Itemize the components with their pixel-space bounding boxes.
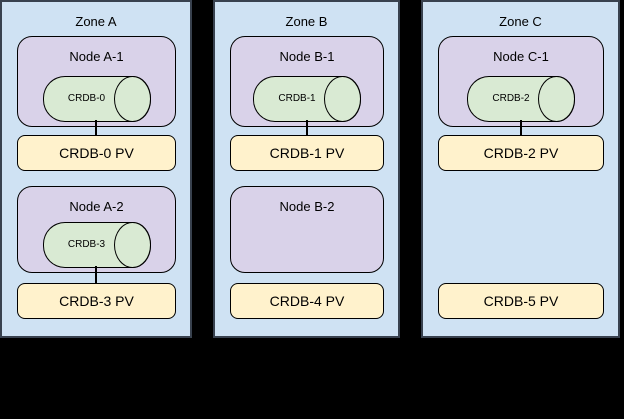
connector-a2-to-pv: [95, 266, 97, 283]
node-b1-label: Node B-1: [279, 49, 335, 64]
pod-crdb-3-label: CRDB-3: [67, 239, 106, 250]
node-c1-label: Node C-1: [493, 49, 549, 64]
node-a2: Node A-2 CRDB-3: [17, 186, 176, 273]
pv-crdb-2: CRDB-2 PV: [438, 135, 604, 171]
zone-a-title: Zone A: [75, 14, 117, 29]
zone-a: Zone A Node A-1 CRDB-0 CRDB-0 PV Node A-…: [0, 0, 192, 338]
zone-b-title: Zone B: [285, 14, 328, 29]
node-c1: Node C-1 CRDB-2: [438, 36, 604, 127]
zone-c: Zone C Node C-1 CRDB-2 CRDB-2 PV CRDB-5 …: [421, 0, 620, 338]
pv-crdb-0: CRDB-0 PV: [17, 135, 176, 171]
node-b2: Node B-2: [230, 186, 384, 273]
node-a1: Node A-1 CRDB-0: [17, 36, 176, 127]
zone-c-title: Zone C: [499, 14, 542, 29]
cylinder-cap-icon: [113, 76, 151, 122]
node-b1: Node B-1 CRDB-1: [230, 36, 384, 127]
pod-crdb-3: CRDB-3: [42, 222, 151, 268]
connector-b1-to-pv: [305, 120, 308, 135]
cylinder-cap-icon: [324, 76, 361, 122]
pv-crdb-5: CRDB-5 PV: [438, 283, 604, 319]
pod-crdb-1-label: CRDB-1: [278, 93, 316, 104]
cylinder-cap-icon: [113, 222, 151, 268]
pv-crdb-1: CRDB-1 PV: [230, 135, 384, 171]
pv-crdb-3: CRDB-3 PV: [17, 283, 176, 319]
pod-crdb-0: CRDB-0: [42, 76, 151, 122]
pod-crdb-2: CRDB-2: [467, 76, 575, 122]
connector-c1-to-pv: [519, 120, 522, 135]
pv-crdb-4: CRDB-4 PV: [230, 283, 384, 319]
pod-crdb-0-label: CRDB-0: [67, 93, 106, 104]
cylinder-cap-icon: [538, 76, 575, 122]
pod-crdb-2-label: CRDB-2: [492, 93, 530, 104]
node-b2-label: Node B-2: [279, 199, 335, 214]
node-a1-label: Node A-1: [69, 49, 124, 64]
node-a2-label: Node A-2: [69, 199, 124, 214]
connector-a1-to-pv: [95, 120, 97, 135]
pod-crdb-1: CRDB-1: [253, 76, 361, 122]
zone-b: Zone B Node B-1 CRDB-1 CRDB-1 PV Node B-…: [213, 0, 400, 338]
